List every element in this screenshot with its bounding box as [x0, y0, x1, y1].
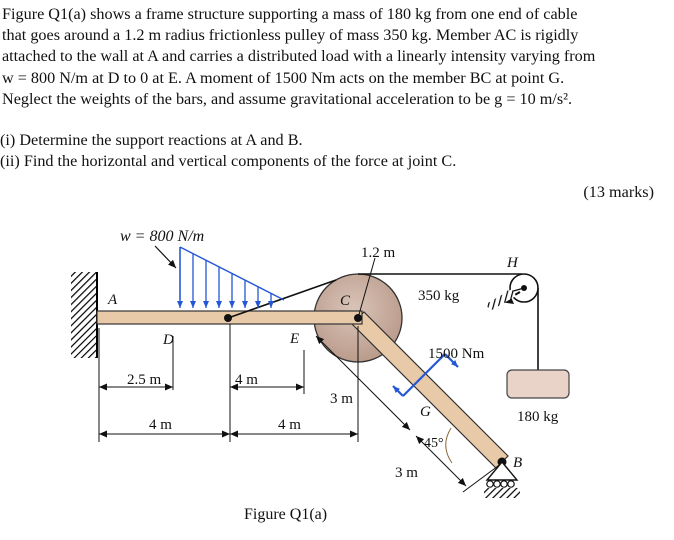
label-c: C	[340, 293, 351, 309]
pulley-mass-label: 350 kg	[418, 288, 460, 304]
dim-label-4m-a: 4 m	[149, 417, 172, 433]
problem-statement: Figure Q1(a) shows a frame structure sup…	[2, 4, 670, 110]
problem-line: Figure Q1(a) shows a frame structure sup…	[2, 5, 578, 23]
dim-label-4m-c: 4 m	[278, 417, 301, 433]
wall-support	[71, 272, 97, 358]
question-2: (ii) Find the horizontal and vertical co…	[0, 152, 457, 170]
distributed-load	[177, 246, 285, 308]
pulley-h-support	[486, 289, 516, 311]
marks-label: (13 marks)	[583, 183, 654, 201]
label-d: D	[162, 332, 174, 348]
label-b: B	[513, 455, 522, 471]
angle-arc	[445, 427, 453, 464]
dim-label-4m-de: 4 m	[235, 372, 258, 388]
radius-line	[357, 257, 376, 319]
label-g: G	[420, 404, 431, 420]
hanging-mass	[506, 369, 570, 399]
question-1: (i) Determine the support reactions at A…	[0, 131, 303, 149]
label-e: E	[289, 331, 299, 347]
cable-anchor	[224, 314, 232, 322]
dim-label-3m-gb: 3 m	[395, 465, 418, 481]
label-h: H	[506, 255, 519, 271]
problem-line: attached to the wall at A and carries a …	[2, 47, 596, 66]
label-a: A	[107, 292, 118, 308]
hanging-mass-label: 180 kg	[517, 409, 559, 425]
dim-label-3m-cg: 3 m	[330, 391, 353, 407]
roller-support-b	[485, 460, 519, 481]
dim-label-2-5m: 2.5 m	[127, 372, 162, 388]
w-pointer-arrow	[154, 245, 177, 269]
problem-line: that goes around a 1.2 m radius friction…	[2, 26, 579, 45]
w-label: w = 800 N/m	[120, 228, 204, 245]
dimension-lines	[98, 324, 499, 493]
radius-label: 1.2 m	[361, 245, 396, 261]
problem-line: w = 800 N/m at D to 0 at E. A moment of …	[2, 68, 565, 87]
moment-label: 1500 Nm	[428, 346, 485, 362]
problem-line: Neglect the weights of the bars, and ass…	[2, 89, 573, 108]
figure-caption: Figure Q1(a)	[244, 506, 328, 523]
ground-b	[484, 488, 520, 498]
angle-label: 45°	[424, 436, 444, 451]
